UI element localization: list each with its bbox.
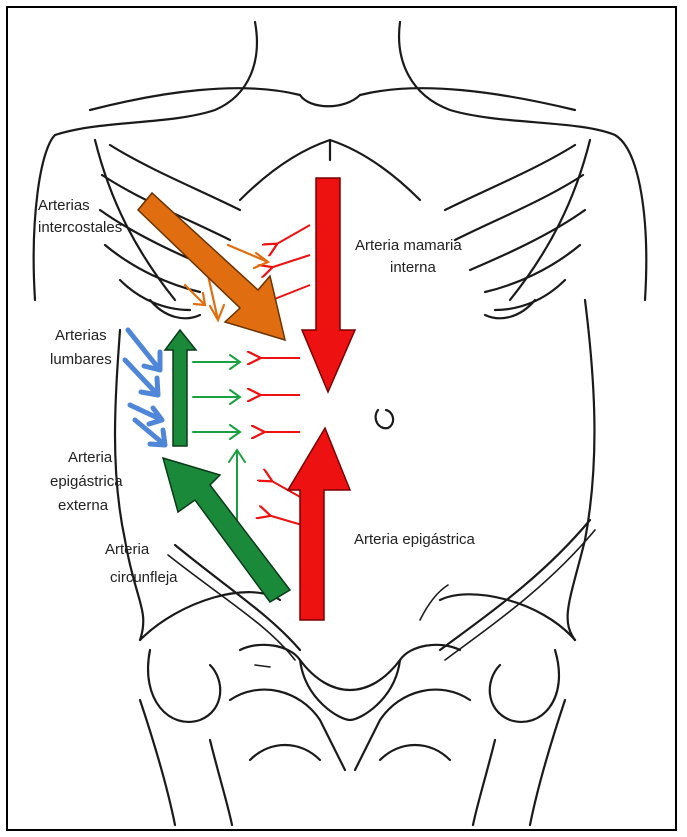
red-small-arrow — [268, 515, 302, 525]
label-epigastrica-externa-line2: epigástrica — [50, 473, 123, 490]
big-orange-arrow — [138, 193, 285, 340]
label-mamaria-line2: interna — [390, 259, 437, 276]
blue-lumbar-arrows — [125, 330, 165, 445]
label-lumbares-line2: lumbares — [50, 351, 112, 368]
red-small-arrow — [272, 285, 310, 300]
orange-small-arrow — [228, 245, 268, 268]
label-lumbares-line1: Arterias — [55, 327, 107, 344]
label-mamaria-line1: Arteria mamaria — [355, 237, 462, 254]
label-epigastrica-externa-line3: externa — [58, 497, 109, 514]
green-small-arrow — [193, 355, 240, 369]
label-intercostales-line1: Arterias — [38, 197, 90, 214]
label-circunfleja-line1: Arteria — [105, 541, 150, 558]
label-epigastrica: Arteria epigástrica — [354, 531, 476, 548]
green-arrow-up — [165, 330, 196, 446]
red-small-arrow — [275, 225, 310, 245]
red-small-arrow — [270, 255, 310, 268]
labels: Arterias intercostales Arteria mamaria i… — [38, 197, 476, 586]
green-small-arrow — [193, 425, 240, 439]
blue-arrow — [128, 330, 160, 370]
label-intercostales-line2: intercostales — [38, 219, 122, 236]
label-circunfleja-line2: circunfleja — [110, 569, 178, 586]
orange-small-arrow — [185, 285, 205, 305]
green-small-arrow — [229, 450, 245, 520]
green-small-arrow — [193, 390, 240, 404]
torso-outline — [34, 22, 647, 825]
label-epigastrica-externa-line1: Arteria — [68, 449, 113, 466]
